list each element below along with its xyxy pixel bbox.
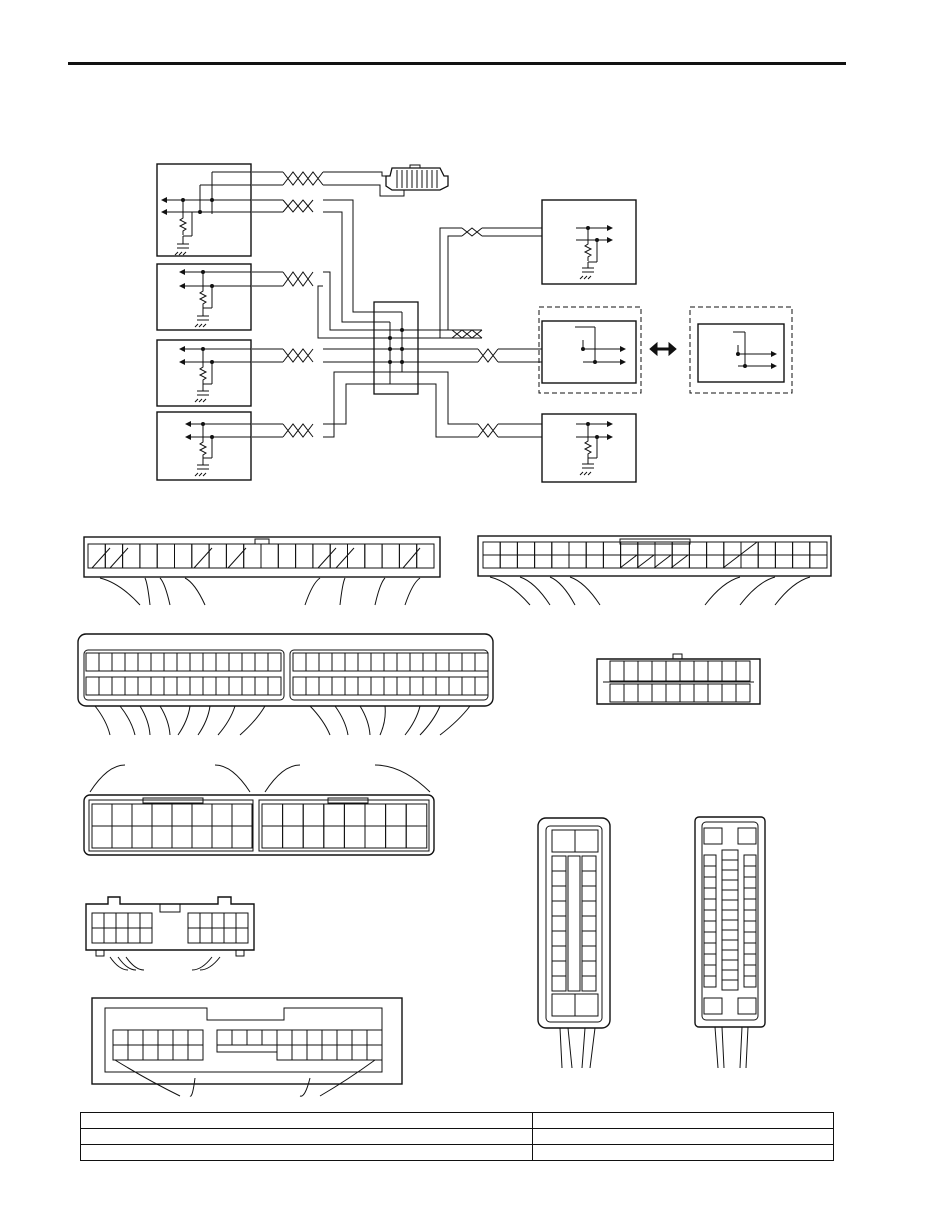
connector-4 <box>596 653 761 705</box>
left-module-4 <box>156 411 252 481</box>
legend-row <box>80 1144 834 1161</box>
connector-9 <box>91 997 403 1097</box>
connector-3 <box>77 633 494 736</box>
legend-cell <box>532 1128 834 1145</box>
right-module-1 <box>532 199 637 285</box>
left-module-2 <box>156 263 252 331</box>
legend-row <box>80 1112 834 1129</box>
legend-cell <box>80 1128 533 1145</box>
double-arrow-icon <box>649 341 677 357</box>
right-module-3 <box>532 413 637 483</box>
legend-row <box>80 1128 834 1145</box>
right-module-2 <box>532 306 642 394</box>
connector-8 <box>85 896 255 971</box>
diagnostic-connector <box>385 164 449 191</box>
connector-2 <box>477 535 832 606</box>
header-rule <box>68 62 846 65</box>
connector-1 <box>83 536 441 606</box>
connector-7 <box>694 816 766 1069</box>
connector-5 <box>83 764 435 856</box>
legend-cell <box>532 1144 834 1161</box>
legend-cell <box>80 1144 533 1161</box>
legend-cell <box>532 1112 834 1129</box>
left-module-1 <box>156 163 252 257</box>
legend-table <box>80 1112 834 1161</box>
legend-cell <box>80 1112 533 1129</box>
alternate-module <box>689 306 793 394</box>
junction-box <box>373 301 419 395</box>
connector-6 <box>537 817 611 1069</box>
left-module-3 <box>156 339 252 407</box>
